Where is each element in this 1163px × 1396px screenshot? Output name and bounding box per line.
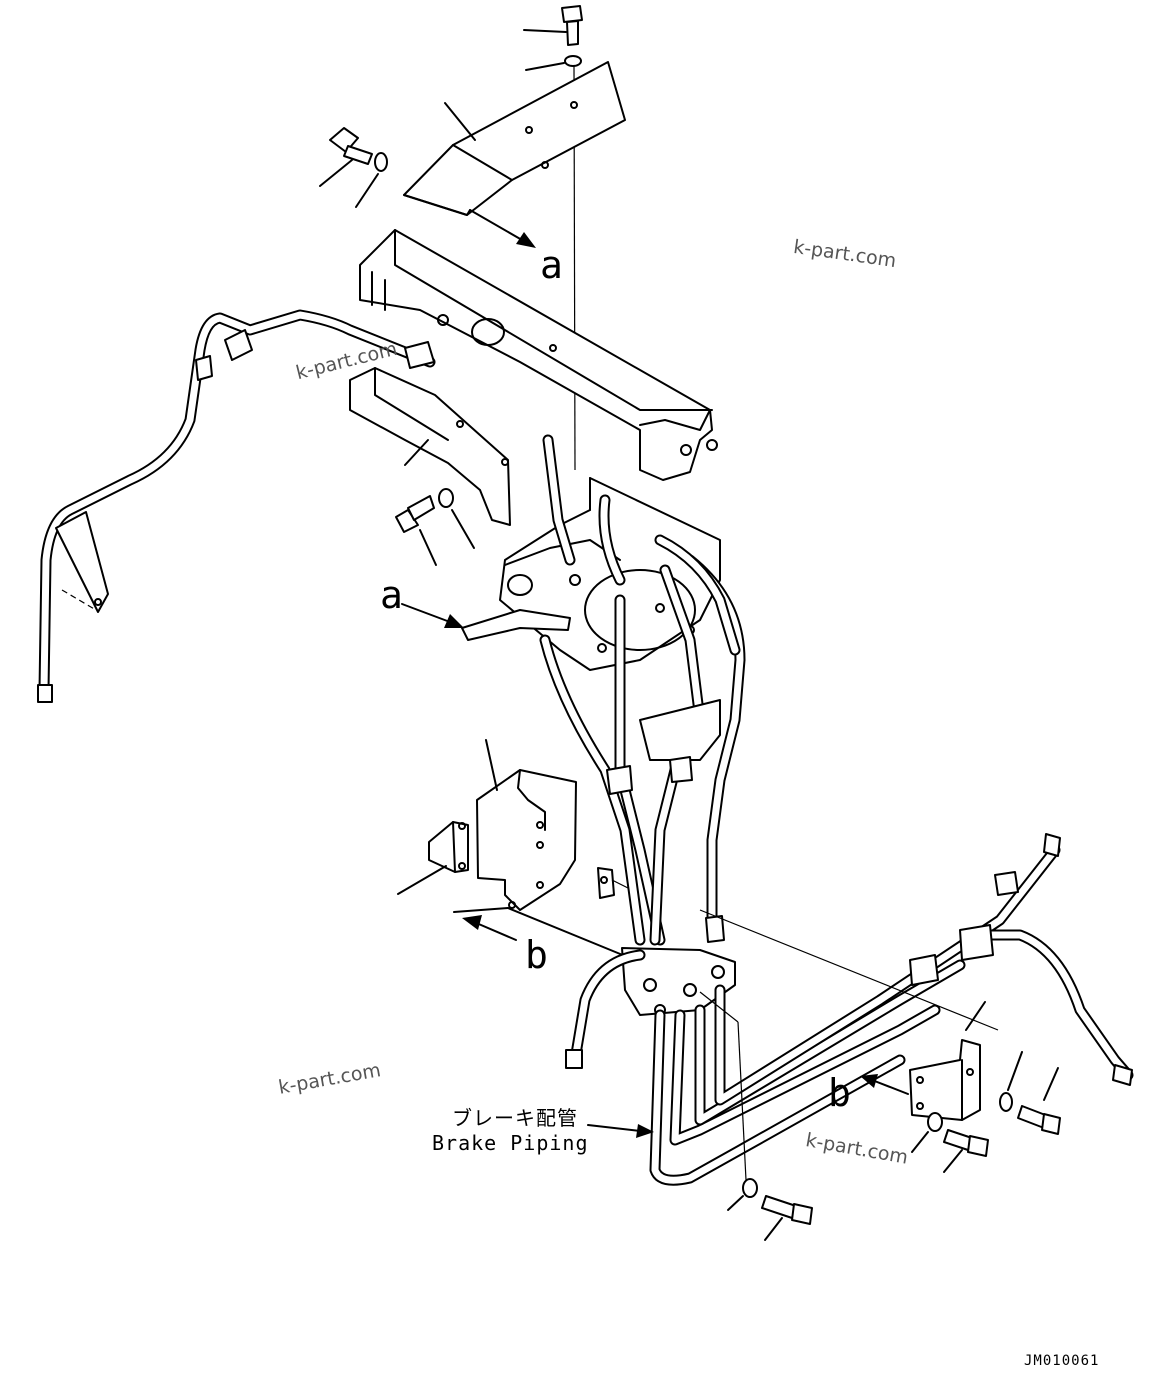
right-bolt-mid (943, 1129, 989, 1173)
arrow-b-left (453, 907, 631, 959)
right-washer-mid (911, 1112, 943, 1153)
lower-cover-plate-small (397, 821, 469, 895)
leader-line-b (699, 909, 999, 1031)
brake-piping-label-jp: ブレーキ配管 (452, 1106, 578, 1130)
arrow-a-side (401, 603, 464, 628)
brake-piping-label-en: Brake Piping (432, 1131, 589, 1155)
lower-junction-block (597, 867, 736, 1016)
right-bolt-top (1017, 1067, 1061, 1135)
left-hose-clip-bracket (55, 511, 109, 613)
top-cover-plate (403, 61, 626, 216)
frame-bracket (359, 229, 718, 481)
bottom-bolt (761, 1195, 813, 1241)
callout-b-left: b (525, 933, 548, 977)
bottom-washer (699, 991, 758, 1211)
cover-bolt-left (319, 127, 388, 208)
left-long-hose (37, 309, 436, 703)
top-bolt (523, 5, 583, 46)
middle-bolt (395, 488, 475, 566)
callout-a-top: a (540, 243, 563, 287)
right-bracket (909, 1001, 986, 1121)
brake-piping-leader (587, 1124, 654, 1138)
arrow-b-right (860, 1074, 909, 1095)
lower-cover-plate-large (476, 739, 577, 911)
brake-valve (461, 477, 721, 671)
callout-b-right: b (828, 1071, 851, 1115)
vertical-hoses (539, 434, 746, 946)
lower-piping (565, 833, 1134, 1186)
middle-cover-plate (349, 367, 511, 526)
drawing-code: JM010061 (1024, 1353, 1100, 1369)
right-washer-top (999, 1051, 1023, 1112)
arrow-a-top (469, 209, 536, 248)
callout-a-side: a (380, 573, 403, 617)
